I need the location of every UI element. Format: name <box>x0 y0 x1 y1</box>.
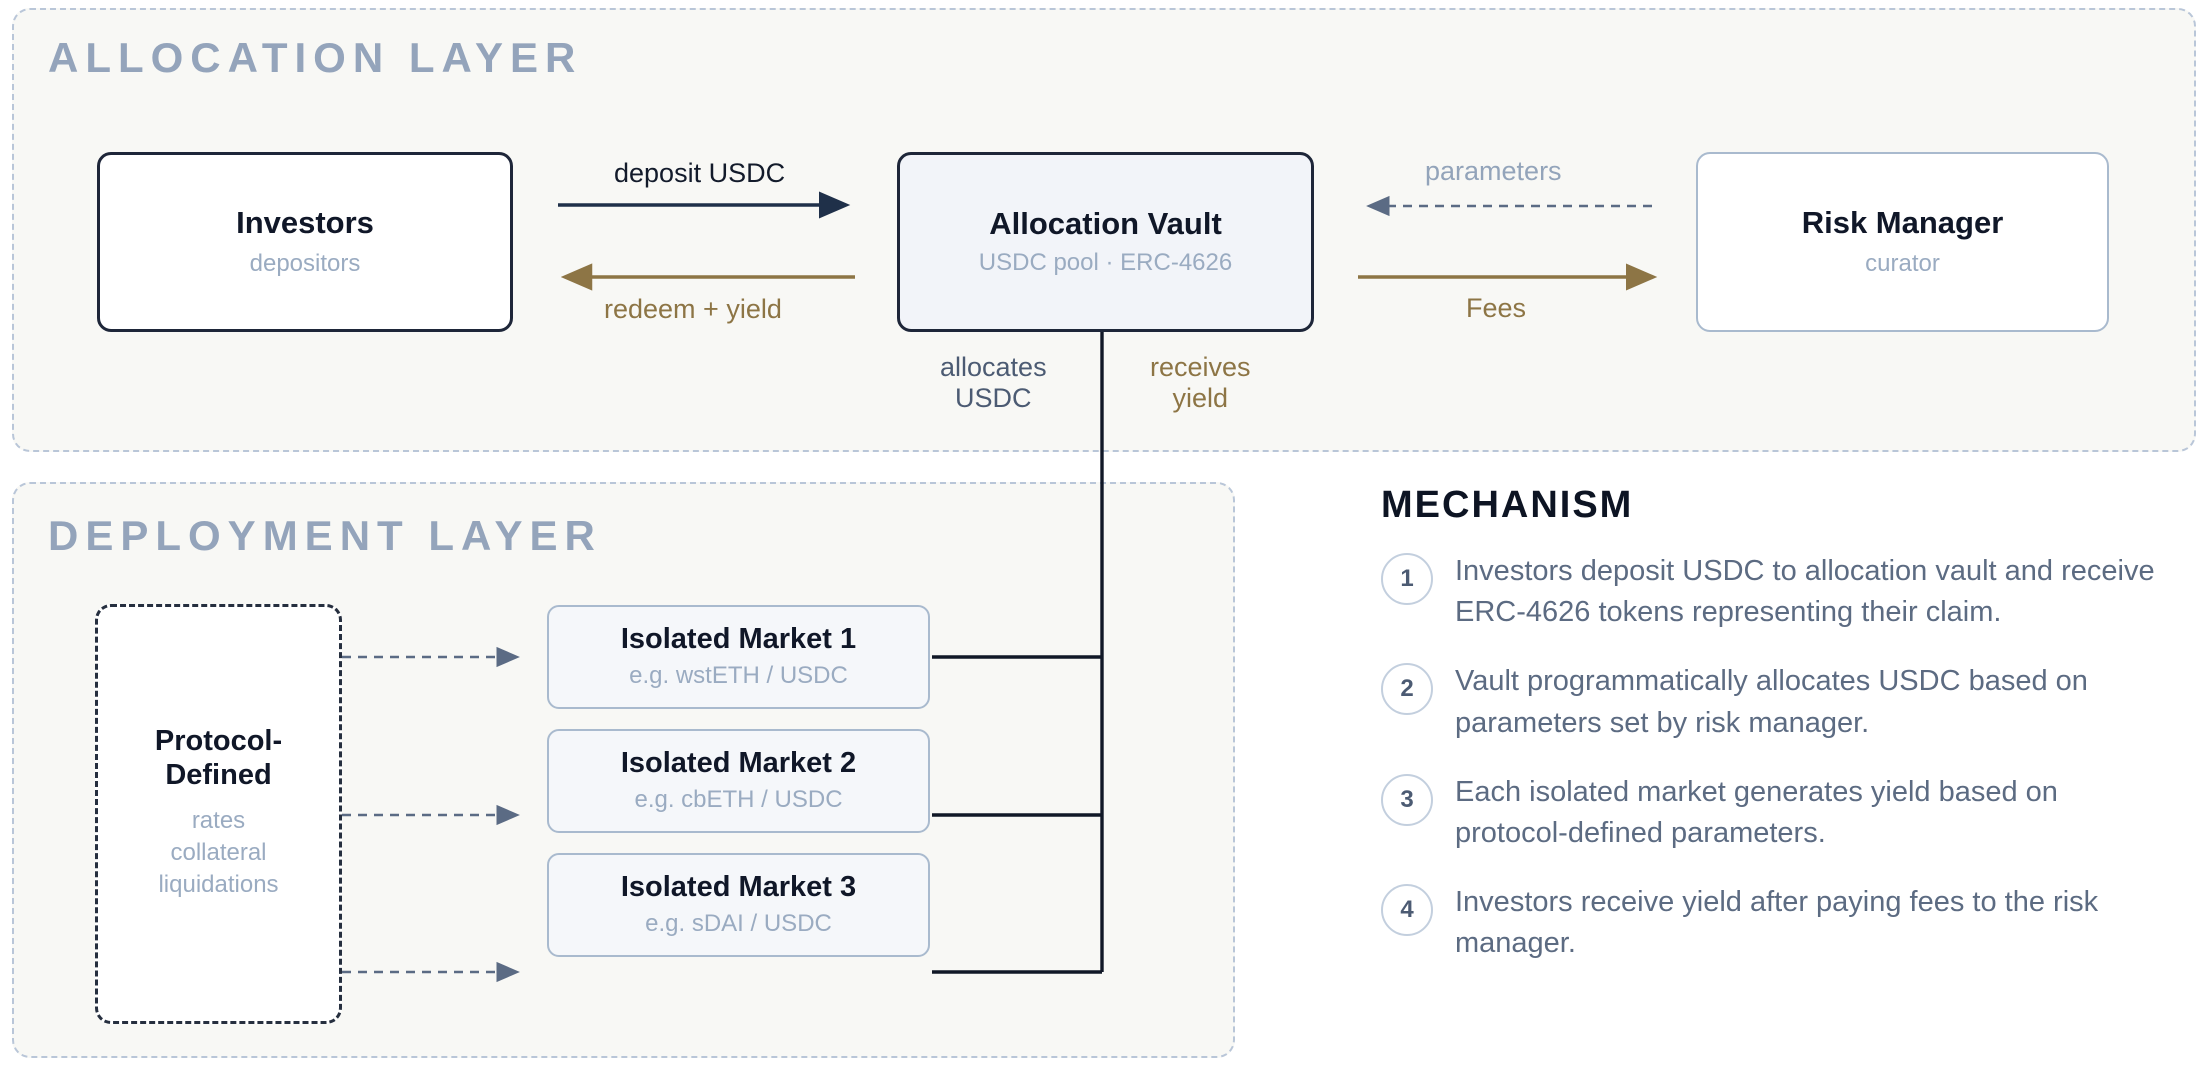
vault-market-trunk <box>932 332 1104 974</box>
isolated-market-3-subtitle: e.g. sDAI / USDC <box>645 910 832 938</box>
investors-title: Investors <box>236 204 374 240</box>
protocol-defined-title: Protocol- Defined <box>155 725 282 792</box>
step-4-text: Investors receive yield after paying fee… <box>1455 886 2099 960</box>
allocates-line1: allocates <box>940 352 1047 382</box>
step-1-text: Investors deposit USDC to allocation vau… <box>1455 555 2155 629</box>
protocol-defined-subtitle: rates collateral liquidations <box>158 804 278 902</box>
node-isolated-market-2[interactable]: Isolated Market 2 e.g. cbETH / USDC <box>547 729 930 833</box>
isolated-market-2-subtitle: e.g. cbETH / USDC <box>634 786 843 814</box>
allocation-vault-subtitle: USDC pool · ERC-4626 <box>978 249 1233 277</box>
protocol-attr-collateral: collateral <box>170 838 267 866</box>
step-4-badge: 4 <box>1381 884 1433 937</box>
node-investors[interactable]: Investors depositors <box>97 152 513 332</box>
protocol-attr-liquidations: liquidations <box>158 870 279 898</box>
step-2-text: Vault programmatically allocates USDC ba… <box>1455 665 2088 739</box>
deployment-layer-title: DEPLOYMENT LAYER <box>48 512 602 559</box>
flow-label-receives-yield: receives yield <box>1150 352 1251 414</box>
step-2-badge: 2 <box>1381 663 1433 716</box>
node-isolated-market-1[interactable]: Isolated Market 1 e.g. wstETH / USDC <box>547 605 930 709</box>
allocates-line2: USDC <box>955 383 1032 414</box>
isolated-market-1-title: Isolated Market 1 <box>620 622 857 655</box>
risk-manager-subtitle: curator <box>1865 250 1940 278</box>
risk-manager-title: Risk Manager <box>1801 204 2004 240</box>
isolated-market-1-subtitle: e.g. wstETH / USDC <box>629 662 848 690</box>
protocol-defined-title-line1: Protocol- <box>154 725 283 758</box>
node-allocation-vault[interactable]: Allocation Vault USDC pool · ERC-4626 <box>897 152 1314 332</box>
investors-subtitle: depositors <box>249 250 361 278</box>
protocol-attr-rates: rates <box>191 807 246 835</box>
mechanism-step-3: 3 Each isolated market generates yield b… <box>1381 772 2181 854</box>
allocation-layer-title: ALLOCATION LAYER <box>48 34 583 81</box>
flow-label-parameters: parameters <box>1425 156 1562 186</box>
isolated-market-2-title: Isolated Market 2 <box>620 746 857 779</box>
flow-label-deposit-usdc: deposit USDC <box>614 158 786 188</box>
mechanism-step-2: 2 Vault programmatically allocates USDC … <box>1381 661 2181 743</box>
mechanism-section: MECHANISM 1 Investors deposit USDC to al… <box>1381 484 2181 992</box>
receives-line1: receives <box>1150 352 1251 382</box>
step-3-badge: 3 <box>1381 773 1433 826</box>
step-1-badge: 1 <box>1381 553 1433 605</box>
node-protocol-defined[interactable]: Protocol- Defined rates collateral liqui… <box>95 604 342 1024</box>
mechanism-step-1: 1 Investors deposit USDC to allocation v… <box>1381 551 2181 633</box>
flow-label-redeem-yield: redeem + yield <box>604 294 782 324</box>
receives-line2: yield <box>1172 383 1229 414</box>
protocol-defined-title-line2: Defined <box>165 758 272 791</box>
flow-label-fees: Fees <box>1466 293 1527 323</box>
isolated-market-3-title: Isolated Market 3 <box>620 870 857 903</box>
node-isolated-market-3[interactable]: Isolated Market 3 e.g. sDAI / USDC <box>547 853 930 957</box>
step-3-text: Each isolated market generates yield bas… <box>1455 775 2058 849</box>
mechanism-title: MECHANISM <box>1381 484 1634 526</box>
mechanism-step-4: 4 Investors receive yield after paying f… <box>1381 882 2181 964</box>
allocation-vault-title: Allocation Vault <box>989 205 1222 241</box>
node-risk-manager[interactable]: Risk Manager curator <box>1696 152 2109 332</box>
flow-label-allocates-usdc: allocates USDC <box>940 352 1047 414</box>
